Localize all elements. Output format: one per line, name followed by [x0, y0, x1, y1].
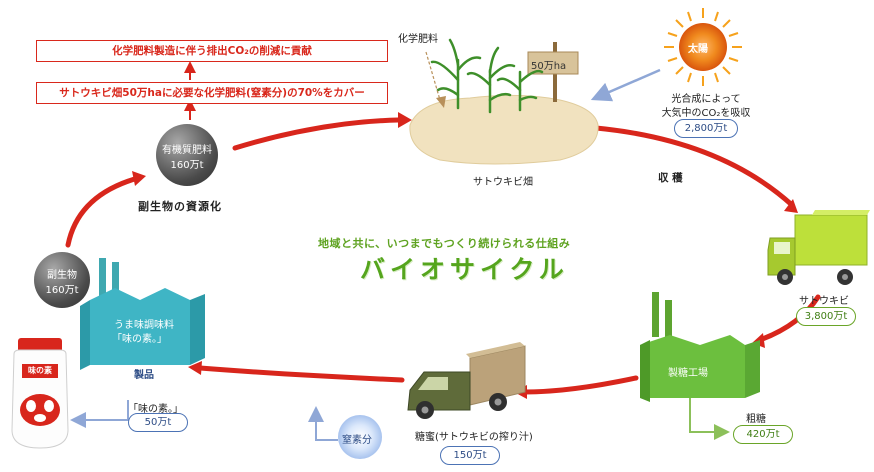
- organic-fertilizer-label: 有機質肥料: [162, 145, 212, 156]
- cycle-title: バイオサイクル: [360, 255, 569, 284]
- photosynthesis-line1: 光合成によって: [671, 94, 741, 105]
- umami-seasoning-label: うま味調味料: [114, 320, 174, 331]
- harvest-label: 収 穫: [658, 172, 683, 184]
- ajinomoto-factory-label: 「味の素。」: [112, 334, 167, 345]
- photosynthesis-line2: 大気中のCO₂を吸収: [661, 108, 751, 119]
- field-illustration: [409, 38, 599, 165]
- sugarcane-amount: 3,800万t: [796, 307, 856, 326]
- co2-absorbed-amount: 2,800万t: [674, 119, 738, 138]
- sun-label: 太陽: [688, 44, 708, 55]
- truck-icon-sugarcane: [767, 210, 870, 285]
- product-label: 製品: [134, 370, 154, 381]
- cycle-subtitle: 地域と共に、いつまでもつくり続けられる仕組み: [318, 237, 571, 250]
- molasses-label: 糖蜜(サトウキビの搾り汁): [415, 432, 533, 443]
- truck-icon-molasses: [407, 342, 526, 419]
- fertilizer-coverage-box: サトウキビ畑50万haに必要な化学肥料(窒素分)の70%をカバー: [36, 82, 388, 104]
- rough-sugar-label: 粗糖: [746, 414, 766, 425]
- nitrogen-arrow: [308, 406, 338, 441]
- product-to-bottle-arrow: [70, 400, 129, 428]
- molasses-amount: 150万t: [440, 446, 500, 465]
- organic-fertilizer-circle: 有機質肥料 160万t: [156, 124, 218, 186]
- product-amount: 50万t: [128, 413, 188, 432]
- sun-icon: [664, 8, 742, 86]
- organic-fertilizer-amount: 160万t: [170, 160, 204, 171]
- byproduct-label: 副生物: [47, 270, 77, 281]
- ajinomoto-bottle-icon: [11, 338, 69, 449]
- factory-icon-ajinomoto: [80, 258, 205, 370]
- cycle-arrows: [65, 117, 821, 395]
- sun-to-field-arrow: [590, 68, 661, 102]
- byproduct-circle: 副生物 160万t: [34, 252, 90, 308]
- byproduct-resource-label: 副生物の資源化: [138, 200, 222, 213]
- field-sign-label: 50万ha: [531, 61, 567, 72]
- chemical-fertilizer-label: 化学肥料: [398, 34, 438, 45]
- factory-to-sugar-arrow: [689, 398, 730, 440]
- rough-sugar-amount: 420万t: [733, 425, 793, 444]
- field-label: サトウキビ畑: [473, 177, 533, 188]
- bottle-label: 味の素: [28, 366, 52, 375]
- byproduct-amount: 160万t: [45, 285, 79, 296]
- product-name: 「味の素。」: [128, 404, 183, 415]
- sugarcane-label: サトウキビ: [799, 296, 849, 307]
- sugar-factory-label: 製糖工場: [668, 368, 708, 379]
- co2-reduction-box: 化学肥料製造に伴う排出CO₂の削減に貢献: [36, 40, 388, 62]
- factory-icon-sugar: [640, 292, 760, 402]
- nitrogen-circle: [338, 415, 382, 459]
- nitrogen-label: 窒素分: [342, 435, 372, 446]
